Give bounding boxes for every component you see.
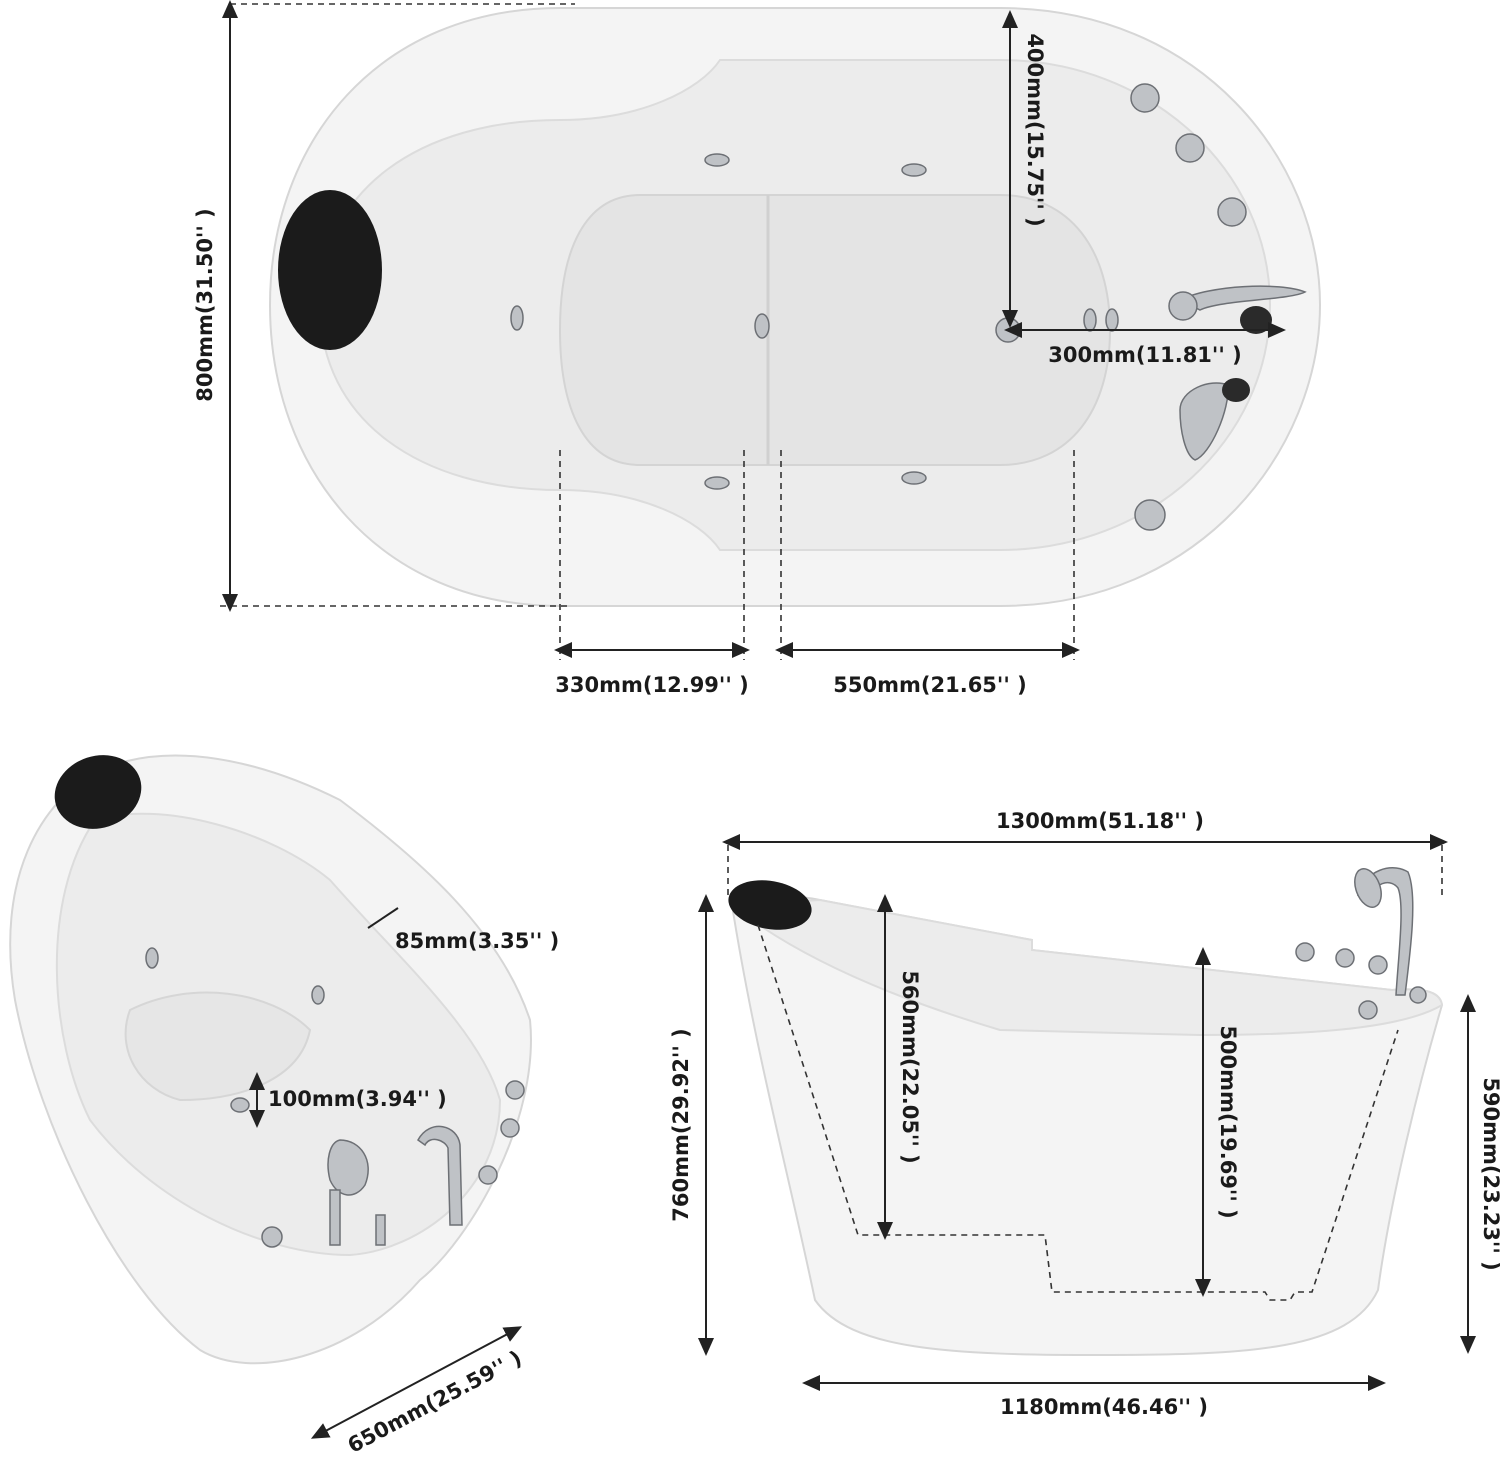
control-knob-icon	[500, 1118, 520, 1138]
jet-icon	[754, 313, 770, 339]
control-knob-icon	[1217, 197, 1247, 227]
jet-icon	[704, 476, 730, 490]
valve-icon	[375, 1214, 386, 1246]
control-knob-icon	[505, 1080, 525, 1100]
depth-label: 400mm(15.75'' )	[1023, 33, 1047, 226]
control-knob-icon	[1358, 1000, 1378, 1020]
jet-icon	[901, 163, 927, 177]
rim-dimension-line	[367, 907, 399, 929]
control-knob-icon	[478, 1165, 498, 1185]
control-knob-icon	[261, 1226, 283, 1248]
top-view-dimensions: 800mm(31.50'' ) 400mm(15.75'' ) 300mm(11…	[193, 0, 1286, 697]
jet-icon	[311, 985, 325, 1005]
side-view-headrest-pillow	[728, 880, 812, 930]
seat-label: 330mm(12.99'' )	[555, 673, 748, 697]
drain-label: 300mm(11.81'' )	[1048, 343, 1241, 367]
faucet-spout-icon	[417, 1125, 463, 1226]
jet-icon	[230, 1097, 250, 1113]
top-view-headrest-pillow	[278, 190, 382, 350]
side-view-basin-outline	[757, 924, 1399, 1301]
shower-head-icon	[1354, 868, 1382, 908]
jet-icon	[1083, 308, 1097, 332]
seat-depth-label: 560mm(22.05'' )	[898, 970, 922, 1163]
hand-shower-icon	[1179, 382, 1229, 461]
side-view	[728, 867, 1444, 1357]
base-label: 1180mm(46.46'' )	[1000, 1395, 1208, 1419]
step-label: 100mm(3.94'' )	[268, 1087, 447, 1111]
control-knob-icon	[1130, 83, 1160, 113]
jet-icon	[145, 947, 159, 969]
hand-shower-icon	[1357, 867, 1414, 996]
jet-icon	[704, 153, 730, 167]
height-label: 760mm(29.92'' )	[669, 1028, 693, 1221]
front-height-label: 590mm(23.23'' )	[1479, 1077, 1500, 1270]
control-knob-icon	[1335, 948, 1355, 968]
jet-icon	[510, 305, 524, 331]
length-label: 1300mm(51.18'' )	[996, 809, 1204, 833]
water-depth-label: 500mm(19.69'' )	[1216, 1025, 1240, 1218]
shower-handle-icon	[329, 1189, 341, 1246]
control-knob-icon	[1368, 955, 1388, 975]
diag-label: 650mm(25.59'' )	[344, 1346, 526, 1458]
handle-base-icon	[1222, 378, 1250, 402]
control-knob-icon	[1175, 133, 1205, 163]
faucet-spout-icon	[1178, 285, 1307, 311]
diag-dimension-line	[310, 1326, 523, 1439]
angle-view-headrest-pillow	[54, 755, 142, 829]
width-label: 800mm(31.50'' )	[193, 208, 217, 401]
rim-label: 85mm(3.35'' )	[395, 929, 559, 953]
hand-shower-icon	[327, 1139, 369, 1196]
control-knob-icon	[1134, 499, 1166, 531]
floor-label: 550mm(21.65'' )	[833, 673, 1026, 697]
angle-view	[9, 754, 532, 1365]
jet-icon	[1105, 308, 1119, 332]
control-knob-icon	[1295, 942, 1315, 962]
top-view-seat-recess	[558, 194, 1112, 466]
control-knob-icon	[1409, 986, 1427, 1004]
side-view-dimensions: 1300mm(51.18'' ) 760mm(29.92'' ) 560mm(2…	[669, 809, 1500, 1419]
top-view	[268, 7, 1322, 607]
jet-icon	[901, 471, 927, 485]
faucet-valve-icon	[1168, 291, 1198, 321]
